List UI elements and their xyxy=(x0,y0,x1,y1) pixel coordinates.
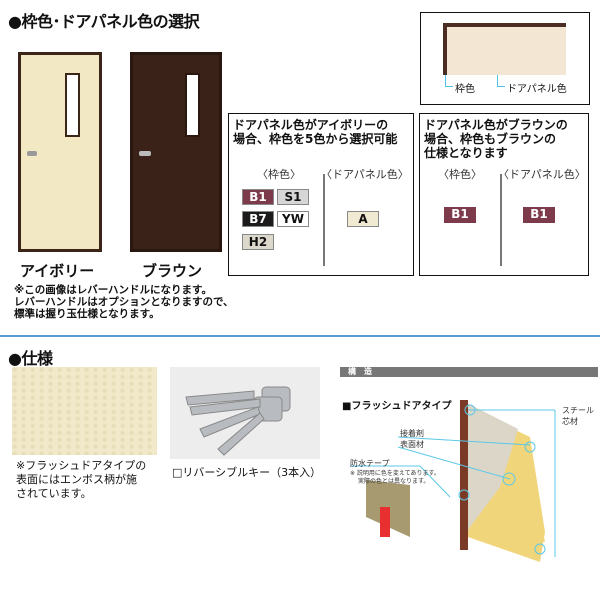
tape-note: 実際の色とは異なります。 xyxy=(358,478,430,485)
reversible-keys-image xyxy=(170,367,320,459)
texture-caption: ※フラッシュドアタイプの表面にはエンボス柄が施されています。 xyxy=(16,459,147,500)
legend-sample xyxy=(443,23,566,75)
section-title-spec: ●仕様 xyxy=(8,349,53,368)
frame-chip-b1: B1 xyxy=(242,189,274,205)
brown-options-box: ドアパネル色がブラウンの場合、枠色もブラウンの仕様となります 〈枠色〉 〈ドアパ… xyxy=(419,113,589,276)
label-tape: 防水テープ xyxy=(350,459,390,468)
legend-panel-label: ドアパネル色 xyxy=(507,84,567,95)
ivory-door-image xyxy=(18,52,102,252)
structure-type-title: ■フラッシュドアタイプ xyxy=(342,401,452,412)
ivory-options-title: ドアパネル色がアイボリーの場合、枠色を5色から選択可能 xyxy=(233,118,398,146)
structure-diagram: 構 造 ■フラッシュドアタイプ スチール芯材 接着剤 表面材 防水テープ ※ 説… xyxy=(340,367,598,562)
frame-header: 〈枠色〉 xyxy=(257,168,301,181)
frame-chip-b7: B7 xyxy=(242,211,274,227)
label-surface: 表面材 xyxy=(400,440,424,449)
tape-note: ※ 説明用に色を変えてあります。 xyxy=(350,470,440,477)
frame-chip-h2: H2 xyxy=(242,234,274,250)
brown-door-image xyxy=(130,52,222,252)
door-window xyxy=(185,73,200,137)
label-adhesive: 接着剤 xyxy=(400,429,424,438)
section-title-color: ●枠色･ドアパネル色の選択 xyxy=(8,12,200,31)
section-divider xyxy=(0,335,600,337)
legend-frame-label: 枠色 xyxy=(455,84,475,95)
handle-note: ※この画像はレバーハンドルになります。レバーハンドルはオプションとなりますので、… xyxy=(14,284,234,320)
panel-header: 〈ドアパネル色〉 xyxy=(498,168,586,181)
brown-label: ブラウン xyxy=(142,262,203,280)
emboss-texture-image xyxy=(12,367,157,455)
panel-header: 〈ドアパネル色〉 xyxy=(321,168,409,181)
brown-options-title: ドアパネル色がブラウンの場合、枠色もブラウンの仕様となります xyxy=(424,118,568,160)
lever-handle-icon xyxy=(27,151,37,156)
color-legend-box: 枠色 ドアパネル色 xyxy=(420,12,590,105)
frame-header: 〈枠色〉 xyxy=(438,168,482,181)
structure-header: 構 造 xyxy=(340,367,598,377)
frame-chip-s1: S1 xyxy=(277,189,309,205)
door-window xyxy=(65,73,80,137)
label-steel-core: スチール芯材 xyxy=(562,406,594,426)
lever-handle-icon xyxy=(139,151,151,156)
frame-chip-yw: YW xyxy=(277,211,309,227)
ivory-label: アイボリー xyxy=(20,262,95,280)
frame-chip-b1: B1 xyxy=(444,207,476,223)
panel-chip-b1: B1 xyxy=(523,207,555,223)
key-caption: □リバーシブルキー（3本入） xyxy=(172,466,322,479)
ivory-options-box: ドアパネル色がアイボリーの場合、枠色を5色から選択可能 〈枠色〉 〈ドアパネル色… xyxy=(228,113,414,276)
panel-chip-a: A xyxy=(347,211,379,227)
